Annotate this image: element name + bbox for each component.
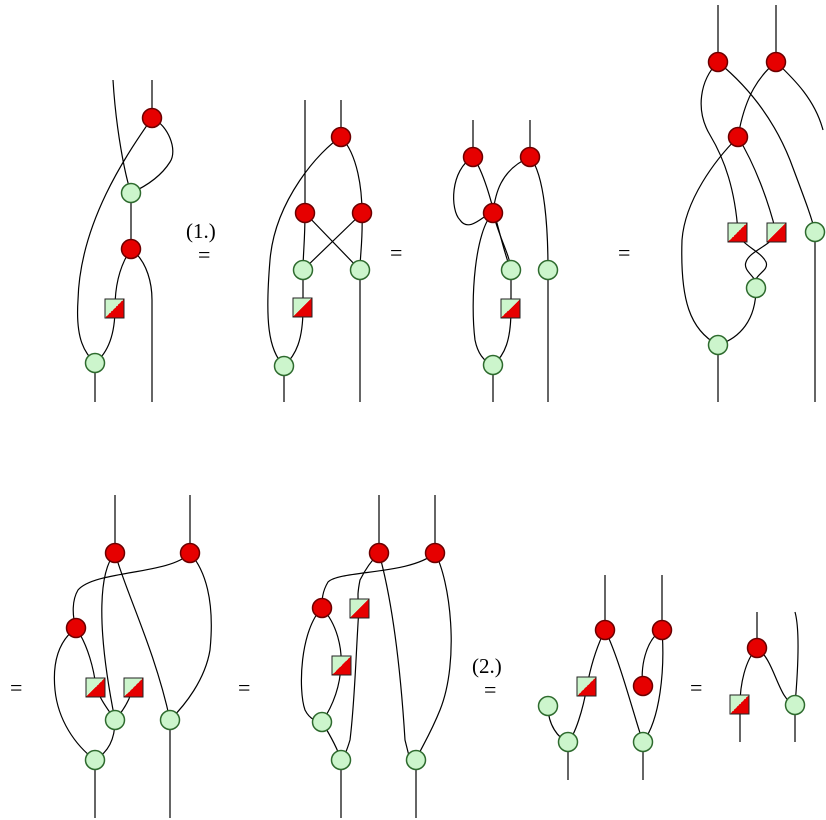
green-spider	[330, 749, 352, 771]
hadamard-box	[729, 694, 750, 715]
red-spider	[141, 107, 163, 129]
green-spider	[405, 749, 427, 771]
equality-note-1: (1.)	[186, 219, 216, 243]
hadamard-box	[727, 222, 748, 243]
red-spider	[651, 619, 673, 641]
hadamard-box	[85, 677, 106, 698]
diagram-1	[76, 79, 174, 402]
diagram-8	[729, 611, 806, 742]
equals-sign: =	[198, 242, 210, 267]
red-spider	[594, 619, 616, 641]
green-spider	[537, 259, 559, 281]
hadamard-box	[576, 676, 597, 697]
red-spider	[707, 51, 729, 73]
red-spider	[727, 126, 749, 148]
green-spider	[557, 731, 579, 753]
diagram-7	[537, 575, 673, 780]
green-spider	[537, 695, 559, 717]
diagram-4	[681, 5, 826, 402]
diagram-3	[453, 120, 559, 402]
green-spider	[707, 334, 729, 356]
green-spider	[120, 182, 142, 204]
red-spider	[104, 542, 126, 564]
equals-sign: =	[484, 677, 496, 702]
red-spider	[120, 238, 142, 260]
diagram-6	[300, 495, 452, 818]
red-spider	[65, 617, 87, 639]
red-spider	[765, 51, 787, 73]
green-spider	[292, 259, 314, 281]
green-spider	[349, 259, 371, 281]
red-spider	[462, 146, 484, 168]
green-spider	[311, 711, 333, 733]
equals-sign: =	[690, 675, 702, 700]
green-spider	[745, 277, 767, 299]
red-spider	[294, 202, 316, 224]
red-spider	[179, 542, 201, 564]
diagram-2	[267, 100, 373, 402]
red-spider	[368, 542, 390, 564]
equals-sign: =	[238, 675, 250, 700]
hadamard-box	[292, 297, 313, 318]
red-spider	[311, 597, 333, 619]
equality-note-2: (2.)	[472, 654, 502, 678]
green-spider	[273, 355, 295, 377]
hadamard-box	[123, 677, 144, 698]
hadamard-box	[349, 598, 370, 619]
diagram-5	[53, 495, 212, 818]
hadamard-box	[331, 655, 352, 676]
green-spider	[159, 709, 181, 731]
red-spider	[746, 637, 768, 659]
green-spider	[84, 352, 106, 374]
equals-sign: =	[10, 675, 22, 700]
red-spider	[632, 675, 654, 697]
red-spider	[351, 202, 373, 224]
equals-sign: =	[390, 240, 402, 265]
green-spider	[804, 221, 826, 243]
red-spider	[519, 146, 541, 168]
equals-sign: =	[618, 240, 630, 265]
green-spider	[104, 709, 126, 731]
hadamard-box	[766, 222, 787, 243]
green-spider	[500, 259, 522, 281]
red-spider	[482, 202, 504, 224]
green-spider	[784, 694, 806, 716]
red-spider	[330, 126, 352, 148]
green-spider	[84, 749, 106, 771]
red-spider	[424, 542, 446, 564]
hadamard-box	[104, 298, 125, 319]
hadamard-box	[500, 298, 521, 319]
green-spider	[632, 731, 654, 753]
green-spider	[482, 354, 504, 376]
